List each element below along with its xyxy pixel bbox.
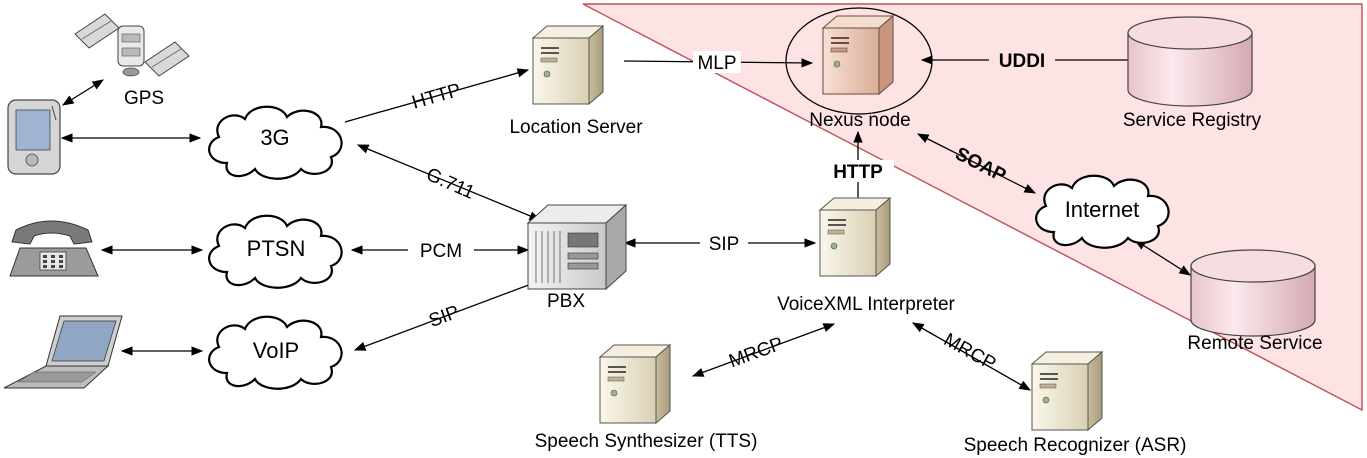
cloud-ptsn bbox=[208, 214, 343, 289]
edge-label-mrcp-asr: MRCP bbox=[940, 329, 999, 374]
cloud-label-ptsn: PTSN bbox=[247, 236, 306, 261]
edge-label-bg bbox=[693, 51, 741, 73]
edge-label-mrcp-tts: MRCP bbox=[726, 333, 786, 372]
laptop-icon bbox=[3, 315, 123, 389]
nexus-highlight-circle bbox=[785, 7, 933, 115]
edge-label-bg bbox=[408, 239, 474, 261]
service-registry-database-icon bbox=[1127, 16, 1253, 107]
edge-label-bg bbox=[822, 160, 894, 182]
satellite-icon bbox=[74, 13, 190, 77]
edge-label-http-nexus: HTTP bbox=[833, 162, 883, 183]
edge-label-http-3g: HTTP bbox=[410, 80, 463, 114]
cloud-internet bbox=[1035, 174, 1170, 249]
cloud-voip bbox=[208, 315, 343, 390]
edge-label-g711: G.711 bbox=[423, 164, 478, 204]
edge-pda-gps bbox=[62, 79, 104, 106]
edge-label-sip-pbx: SIP bbox=[709, 234, 740, 255]
node-label-location-server: Location Server bbox=[509, 117, 643, 138]
edge-label-uddi: UDDI bbox=[999, 51, 1045, 72]
node-label-service-registry: Service Registry bbox=[1123, 110, 1262, 131]
edge-nexus-internet bbox=[916, 133, 1037, 194]
edge-label-mlp: MLP bbox=[697, 53, 736, 74]
cloud-label-3g: 3G bbox=[260, 125, 289, 150]
voicexml-server-icon bbox=[819, 197, 891, 277]
cloud-label-voip: VoIP bbox=[253, 338, 299, 363]
cloud-label-internet: Internet bbox=[1065, 197, 1140, 222]
cloud-3g bbox=[208, 105, 343, 180]
pda-icon bbox=[7, 99, 61, 175]
location-server-icon bbox=[532, 25, 604, 105]
telephone-icon bbox=[9, 220, 99, 277]
edge-internet-remote bbox=[1134, 239, 1191, 276]
edge-label-pcm: PCM bbox=[420, 241, 462, 262]
node-label-tts: Speech Synthesizer (TTS) bbox=[535, 431, 758, 452]
asr-server-icon bbox=[1031, 351, 1103, 431]
edge-voicexml-asr bbox=[911, 322, 1032, 391]
node-label-remote-service: Remote Service bbox=[1187, 333, 1322, 354]
edge-3g-location bbox=[344, 68, 530, 123]
edge-label-sip-voip: SIP bbox=[426, 302, 462, 332]
pbx-icon bbox=[526, 203, 628, 291]
node-label-nexus: Nexus node bbox=[809, 110, 910, 131]
edge-label-bg bbox=[989, 49, 1055, 71]
node-label-asr: Speech Recognizer (ASR) bbox=[964, 435, 1187, 456]
edge-voip-pbx bbox=[353, 279, 544, 351]
tts-server-icon bbox=[599, 344, 671, 424]
edge-label-bg bbox=[700, 232, 748, 254]
edge-3g-pbx bbox=[356, 144, 542, 221]
edge-voicexml-tts bbox=[691, 323, 836, 377]
remote-service-database-icon bbox=[1190, 249, 1316, 337]
node-label-gps: GPS bbox=[124, 88, 164, 109]
node-label-pbx: PBX bbox=[547, 291, 585, 312]
node-label-voicexml: VoiceXML Interpreter bbox=[777, 294, 955, 315]
nexus-server-icon bbox=[822, 15, 894, 95]
